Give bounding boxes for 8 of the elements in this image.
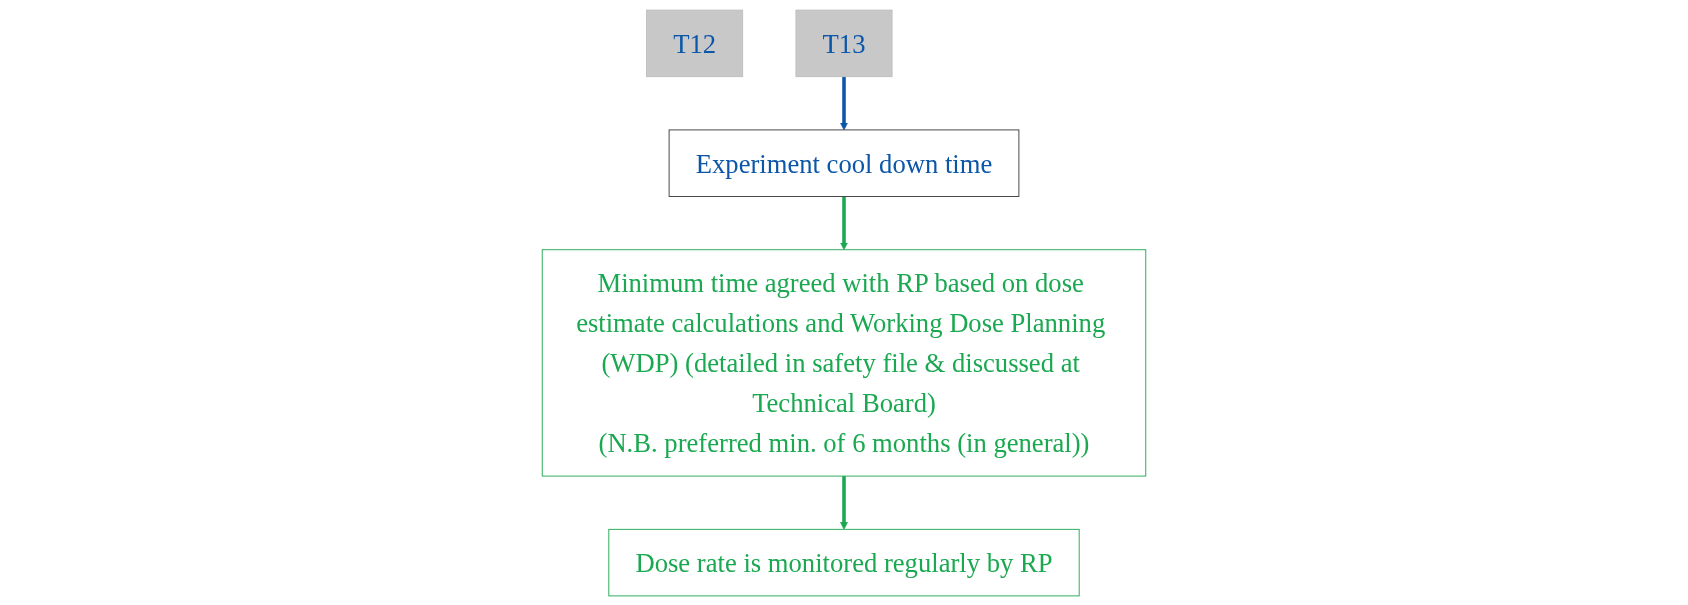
arrow	[840, 475, 848, 530]
node-box: T13	[795, 9, 893, 77]
node-box: T12	[646, 9, 744, 77]
arrow	[840, 76, 848, 130]
node-box: Dose rate is monitored regularly by RP	[608, 528, 1080, 596]
arrow	[840, 196, 848, 250]
node-box: Experiment cool down time	[668, 128, 1020, 197]
node-box: Minimum time agreed with RP based on dose estimate calculations and Working Dose Planning (WDP) (detailed in safety file & discussed at Technical Board) (N.B. preferred min. of 6 months (in general))	[541, 248, 1147, 477]
